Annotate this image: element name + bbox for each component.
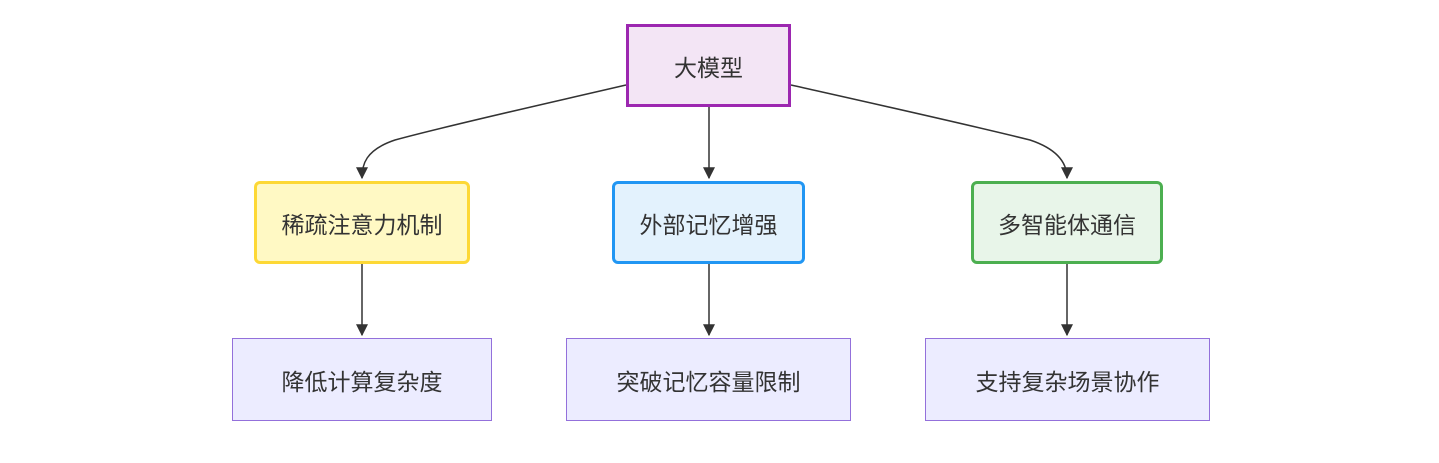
node-label: 支持复杂场景协作 [975,369,1160,396]
node-label: 突破记忆容量限制 [616,369,801,396]
node-break-memory-limit: 突破记忆容量限制 [566,338,851,421]
node-large-model: 大模型 [626,24,791,107]
node-external-memory: 外部记忆增强 [612,181,805,264]
node-label: 降低计算复杂度 [281,369,443,396]
node-reduce-complexity: 降低计算复杂度 [232,338,492,421]
edge-root-to-agent [790,84,1073,180]
node-sparse-attention: 稀疏注意力机制 [254,181,470,264]
node-label: 大模型 [674,55,743,82]
node-complex-collaboration: 支持复杂场景协作 [925,338,1210,421]
node-label: 稀疏注意力机制 [281,212,443,239]
node-label: 多智能体通信 [998,212,1136,239]
edge-root-to-sparse [356,84,627,180]
node-label: 外部记忆增强 [639,212,778,239]
node-multi-agent: 多智能体通信 [971,181,1163,264]
